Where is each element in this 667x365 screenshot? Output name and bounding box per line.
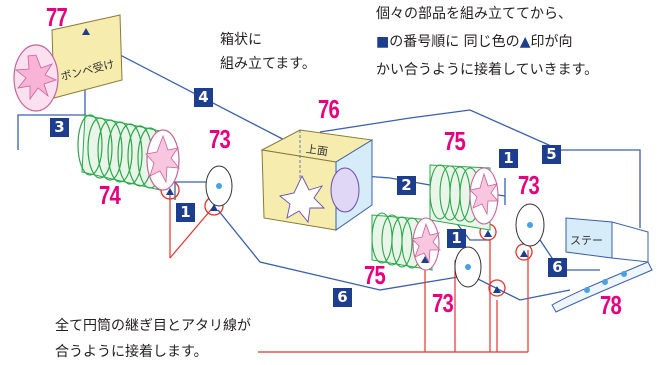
alignment-marks (82, 28, 528, 293)
instruction-line-2-text: の番号順に 同じ色の (389, 34, 520, 50)
step-badge-1-upper: 1 (499, 149, 518, 168)
instruction-line-1: 個々の部品を組み立ててから、 (376, 6, 572, 22)
part-75-cylinder-upper (429, 164, 499, 231)
blue-square-marker: ■ (376, 34, 390, 50)
box-note-line-1: 箱状に (220, 32, 262, 48)
part-78-stay-rod (551, 261, 653, 313)
seam-note-line-1: 全て円筒の継ぎ目とアタリ線が (55, 318, 251, 334)
part-number-73-middle: 73 (432, 288, 454, 318)
part-73-disc-middle (454, 246, 482, 288)
instruction-line-2-end: 印が向 (530, 34, 573, 50)
part-number-74: 74 (99, 180, 121, 210)
part-number-78: 78 (600, 290, 622, 320)
part-73-disc-right (515, 203, 545, 247)
part-77-bombe-receiver (13, 14, 123, 112)
step-badge-3: 3 (50, 118, 69, 137)
bombe-star (14, 54, 58, 101)
top-face-label: 上面 (305, 142, 329, 159)
seam-note-line-2: 合うように接着します。 (55, 344, 208, 360)
guide-line-5 (319, 109, 641, 228)
instruction-line-3: かい合うように接着していきます。 (376, 62, 599, 78)
part-76-box (260, 129, 374, 231)
stay-label: ステー (570, 234, 603, 247)
part-number-75-lower: 75 (364, 260, 386, 290)
box-star (278, 174, 326, 224)
part-number-77: 77 (46, 2, 68, 32)
step-badge-5: 5 (542, 145, 561, 164)
part-74-cylinder (77, 114, 180, 191)
instruction-line-2: ■の番号順に 同じ色の▲印が向 (376, 30, 572, 55)
step-badge-2: 2 (397, 176, 416, 195)
stay-plate (565, 217, 649, 263)
step-badge-1-lower: 1 (447, 229, 466, 248)
callout-circle (488, 279, 506, 297)
part-number-73-right: 73 (518, 170, 540, 200)
callout-line-left2 (169, 204, 216, 259)
part-number-76: 76 (318, 94, 340, 124)
step-badge-6-right: 6 (548, 258, 567, 277)
callout-lines (169, 190, 529, 353)
part-number-75-upper: 75 (444, 126, 466, 156)
part-number-73-left: 73 (209, 124, 231, 154)
box-note-line-2: 組み立てます。 (220, 56, 316, 72)
blue-triangle-marker: ▲ (519, 34, 531, 50)
part-75-cylinder-lower (371, 212, 441, 271)
part-73-disc-left (205, 165, 233, 207)
step-badge-1-left: 1 (176, 203, 195, 222)
step-badge-4: 4 (194, 88, 213, 107)
step-badge-6-bottom: 6 (333, 288, 352, 307)
